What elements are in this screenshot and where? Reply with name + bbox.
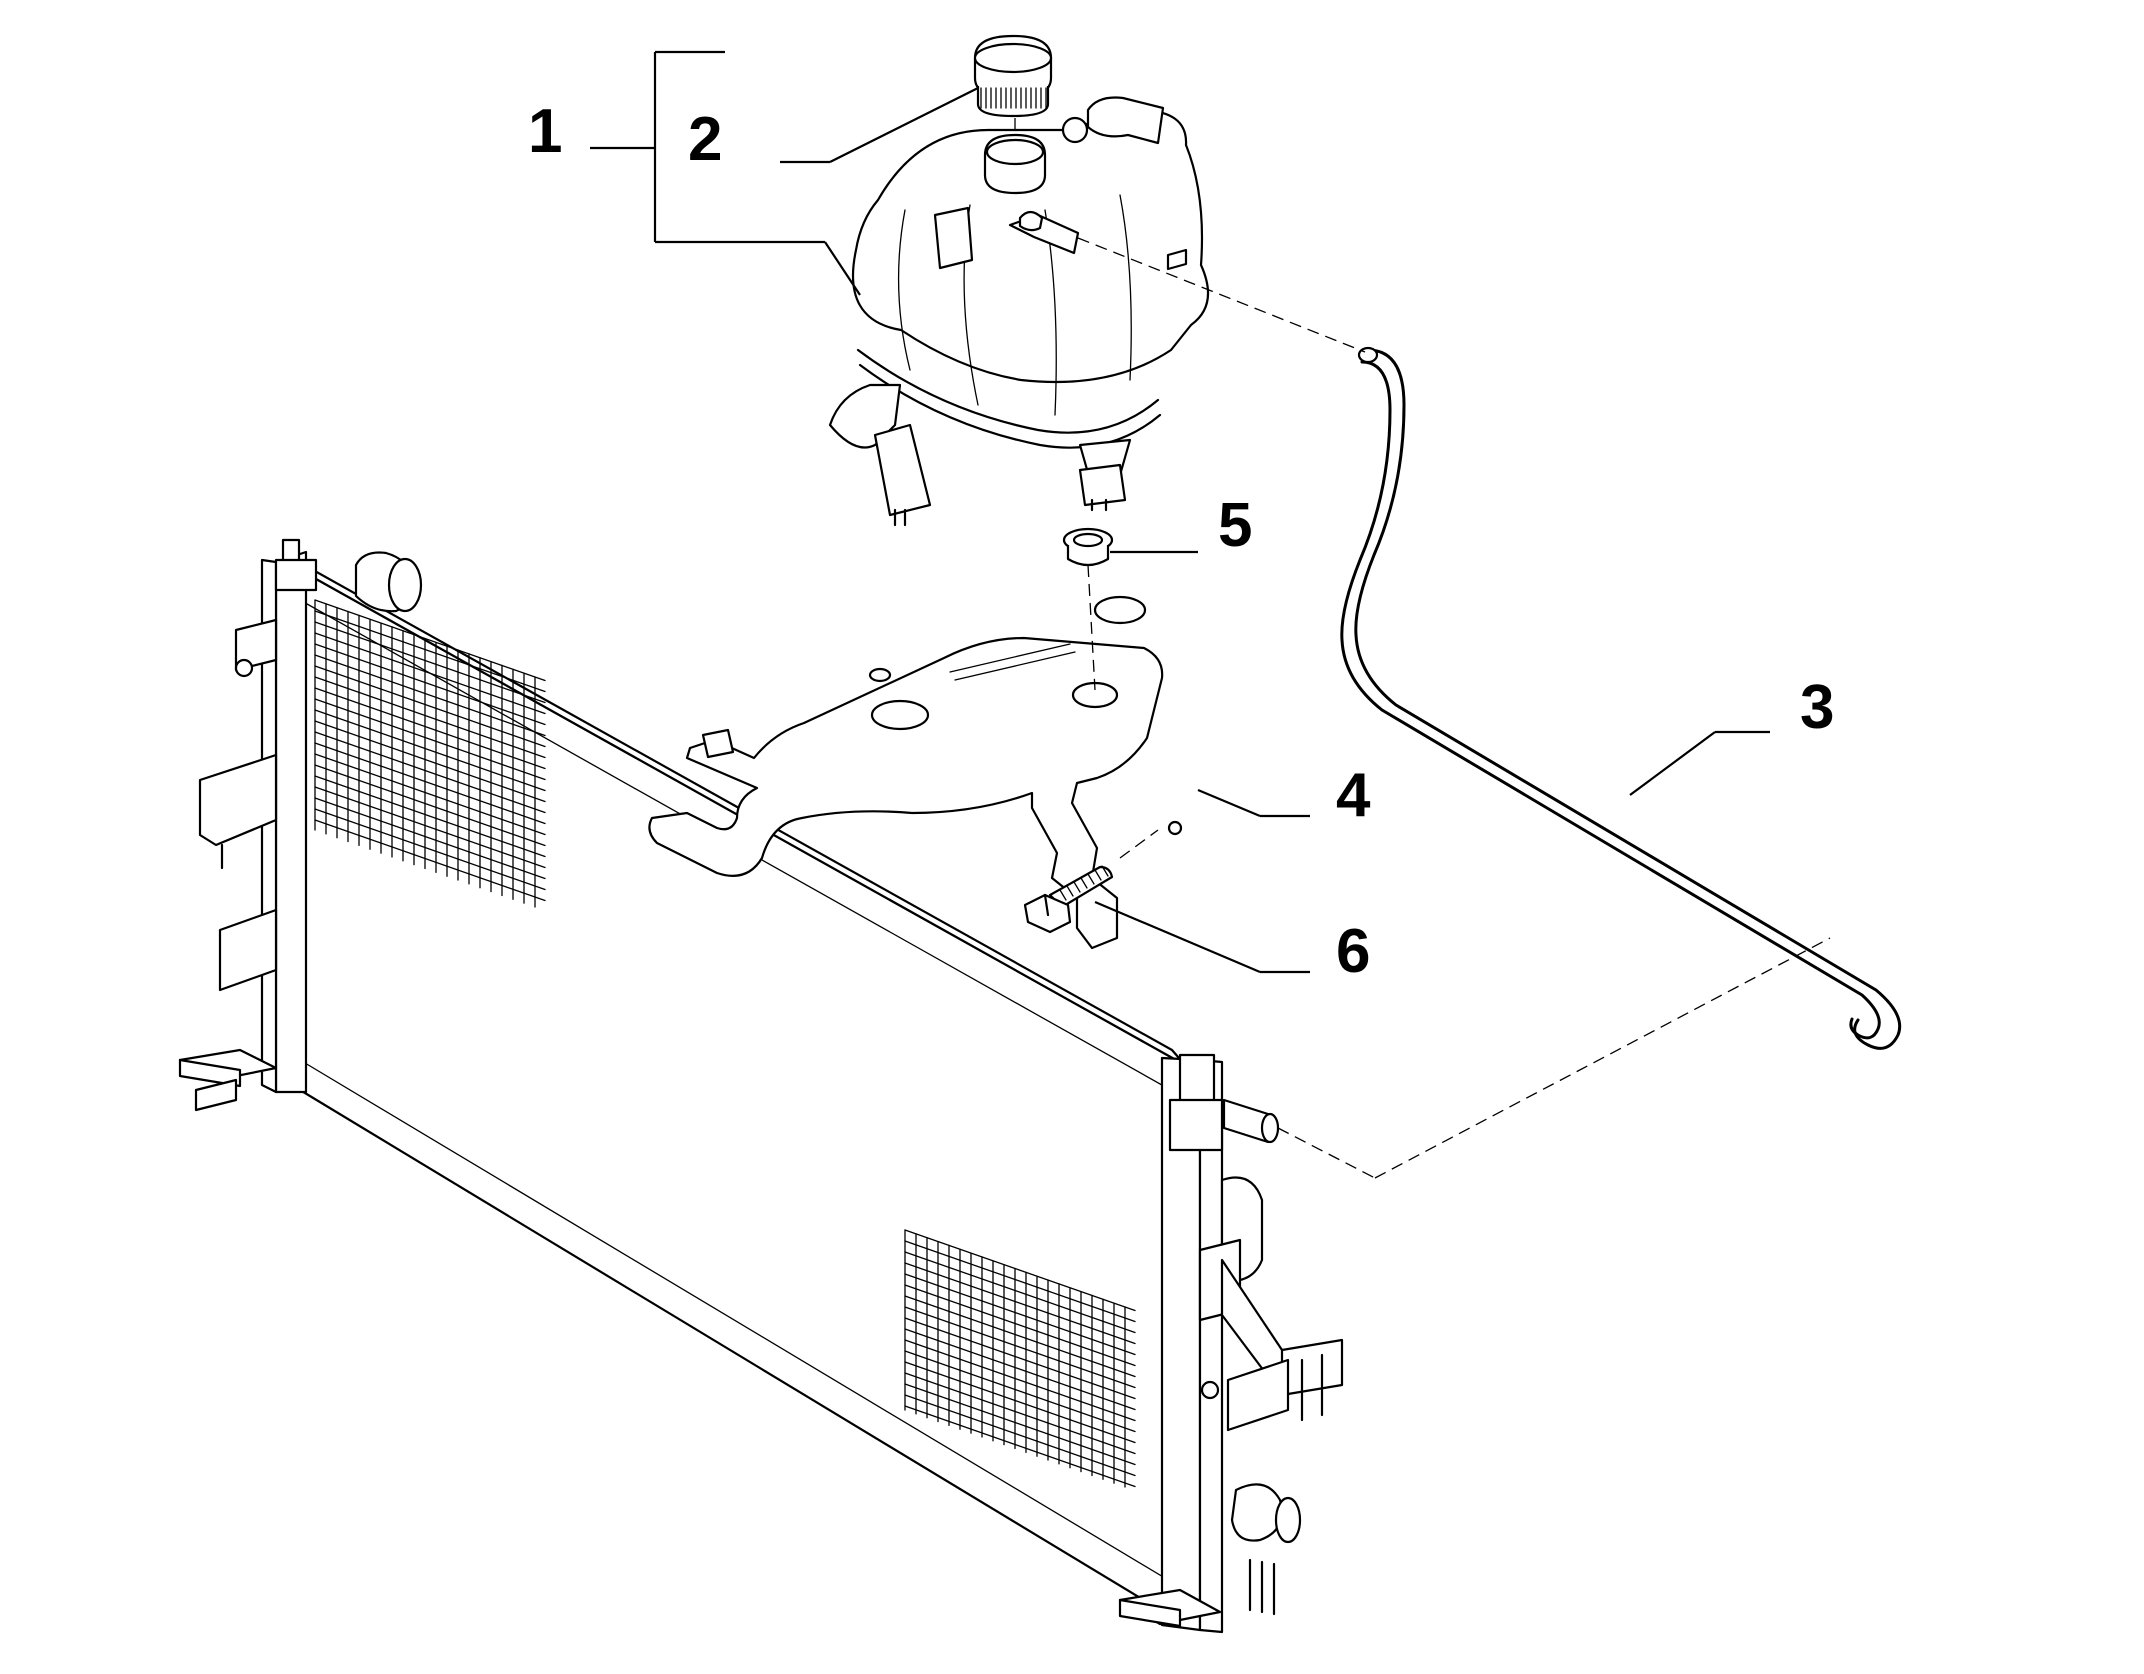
mesh-line: [314, 742, 546, 825]
radiator: [178, 538, 1344, 1634]
mesh-line: [314, 632, 546, 715]
mesh-line: [904, 1251, 1136, 1334]
mesh-line: [314, 676, 546, 759]
mesh-line: [904, 1262, 1136, 1345]
mesh-line: [314, 687, 546, 770]
mesh-line: [314, 720, 546, 803]
mesh-line: [314, 621, 546, 704]
mesh-line: [904, 1284, 1136, 1367]
mesh-line: [314, 654, 546, 737]
callout-1: 1: [528, 97, 562, 166]
mesh-line: [314, 665, 546, 748]
hex-bolt: [1023, 865, 1114, 934]
mesh-line: [1066, 885, 1074, 897]
mesh-line: [314, 643, 546, 726]
mesh-line: [314, 775, 546, 858]
mesh-line: [1101, 865, 1109, 877]
mesh-line: [314, 698, 546, 781]
mesh-line: [904, 1240, 1136, 1323]
mesh-line: [314, 786, 546, 869]
mesh-line: [1094, 869, 1102, 881]
mesh-line: [1073, 881, 1081, 893]
mesh-line: [904, 1273, 1136, 1356]
mesh-line: [904, 1361, 1136, 1444]
mesh-line: [314, 819, 546, 902]
mesh-line: [904, 1372, 1136, 1455]
expansion-tank: [828, 96, 1210, 527]
leader-lines: [590, 50, 1770, 974]
assembly-guide-lines: [1014, 118, 1831, 1179]
callout-4: 4: [1336, 761, 1371, 830]
mesh-line: [314, 808, 546, 891]
mesh-line: [904, 1339, 1136, 1422]
mesh-line: [904, 1295, 1136, 1378]
mesh-line: [904, 1350, 1136, 1433]
grommet: [1062, 527, 1114, 567]
mesh-line: [904, 1328, 1136, 1411]
mesh-line: [314, 709, 546, 792]
mesh-line: [904, 1405, 1136, 1488]
mesh-line: [904, 1394, 1136, 1477]
mesh-line: [1080, 877, 1088, 889]
callout-2: 2: [688, 105, 722, 174]
mesh-line: [314, 753, 546, 836]
mesh-line: [314, 731, 546, 814]
mesh-line: [904, 1229, 1136, 1312]
mesh-line: [314, 764, 546, 847]
callout-5: 5: [1218, 491, 1252, 560]
mesh-line: [314, 610, 546, 693]
mesh-line: [1059, 889, 1067, 901]
mesh-line: [314, 797, 546, 880]
mounting-bracket: [648, 595, 1183, 950]
mesh-line: [904, 1383, 1136, 1466]
mesh-line: [1087, 873, 1095, 885]
callout-3: 3: [1800, 673, 1834, 742]
callout-6: 6: [1336, 917, 1370, 986]
mesh-line: [904, 1317, 1136, 1400]
mesh-line: [314, 599, 546, 682]
mesh-line: [904, 1306, 1136, 1389]
filler-cap: [973, 34, 1053, 118]
